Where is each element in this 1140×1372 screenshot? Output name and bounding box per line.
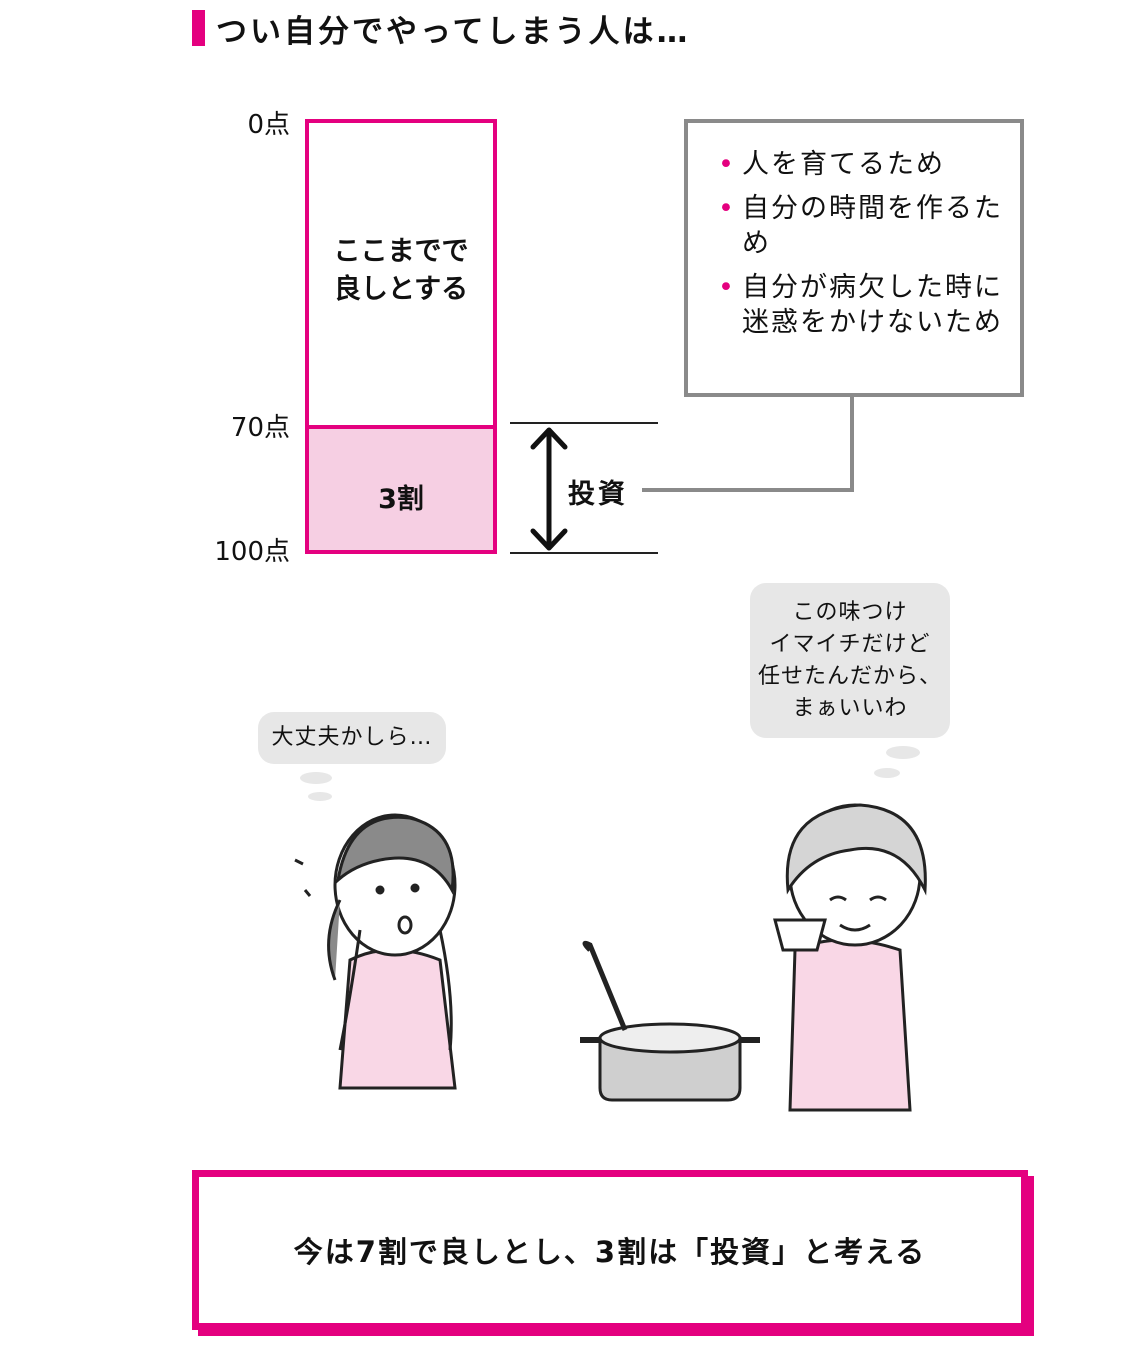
double-arrow-icon bbox=[530, 427, 568, 551]
investment-segment-label: 3割 bbox=[378, 484, 424, 515]
scale-label-70: 70点 bbox=[230, 413, 290, 443]
score-bar: ここまでで 良しとする 3割 bbox=[305, 119, 497, 554]
pot-illustration bbox=[580, 940, 760, 1102]
reason-text: 人を育てるため bbox=[742, 149, 945, 180]
range-line-bottom bbox=[510, 552, 658, 554]
thought-dot bbox=[308, 792, 332, 801]
reason-item: •人を育てるため bbox=[688, 147, 1020, 182]
investment-label: 投資 bbox=[568, 479, 628, 510]
thought-dot bbox=[300, 772, 332, 784]
conclusion-box: 今は7割で良しとし、3割は「投資」と考える bbox=[192, 1170, 1028, 1330]
investment-segment: 3割 bbox=[309, 425, 493, 550]
reason-item: •自分の時間を作るため bbox=[688, 191, 1020, 261]
accept-label: ここまでで 良しとする bbox=[333, 236, 469, 305]
thought-dot bbox=[874, 768, 900, 778]
page-title: つい自分でやってしまう人は… bbox=[216, 14, 691, 50]
bullet: • bbox=[718, 193, 736, 224]
bubble-line: イマイチだけど bbox=[769, 632, 931, 657]
worried-woman-illustration bbox=[294, 813, 457, 1090]
connector-line bbox=[642, 394, 854, 492]
conclusion-text: 今は7割で良しとし、3割は「投資」と考える bbox=[293, 1235, 927, 1269]
title-accent-bar bbox=[192, 10, 205, 46]
reasons-box: •人を育てるため •自分の時間を作るため •自分が病欠した時に迷惑をかけないため bbox=[684, 119, 1024, 397]
speech-bubble-right: この味つけ イマイチだけど 任せたんだから、 まぁいいわ bbox=[750, 583, 950, 738]
bullet: • bbox=[718, 149, 736, 180]
speech-bubble-left: 大丈夫かしら… bbox=[258, 712, 446, 764]
illustration-kitchen bbox=[294, 803, 927, 1112]
bubble-line: まぁいいわ bbox=[792, 696, 908, 721]
reason-item: •自分が病欠した時に迷惑をかけないため bbox=[688, 270, 1020, 340]
bullet: • bbox=[718, 272, 736, 303]
bubble-line: この味つけ bbox=[792, 600, 908, 625]
smiling-woman-illustration bbox=[773, 803, 927, 1112]
scale-label-0: 0点 bbox=[247, 110, 290, 140]
reason-text: 自分の時間を作るため bbox=[742, 193, 1003, 259]
scale-label-100: 100点 bbox=[214, 537, 290, 567]
bubble-line: 任せたんだから、 bbox=[757, 664, 942, 689]
reason-text: 自分が病欠した時に迷惑をかけないため bbox=[742, 272, 1003, 338]
thought-dot bbox=[886, 746, 920, 759]
range-line-top bbox=[510, 422, 658, 424]
